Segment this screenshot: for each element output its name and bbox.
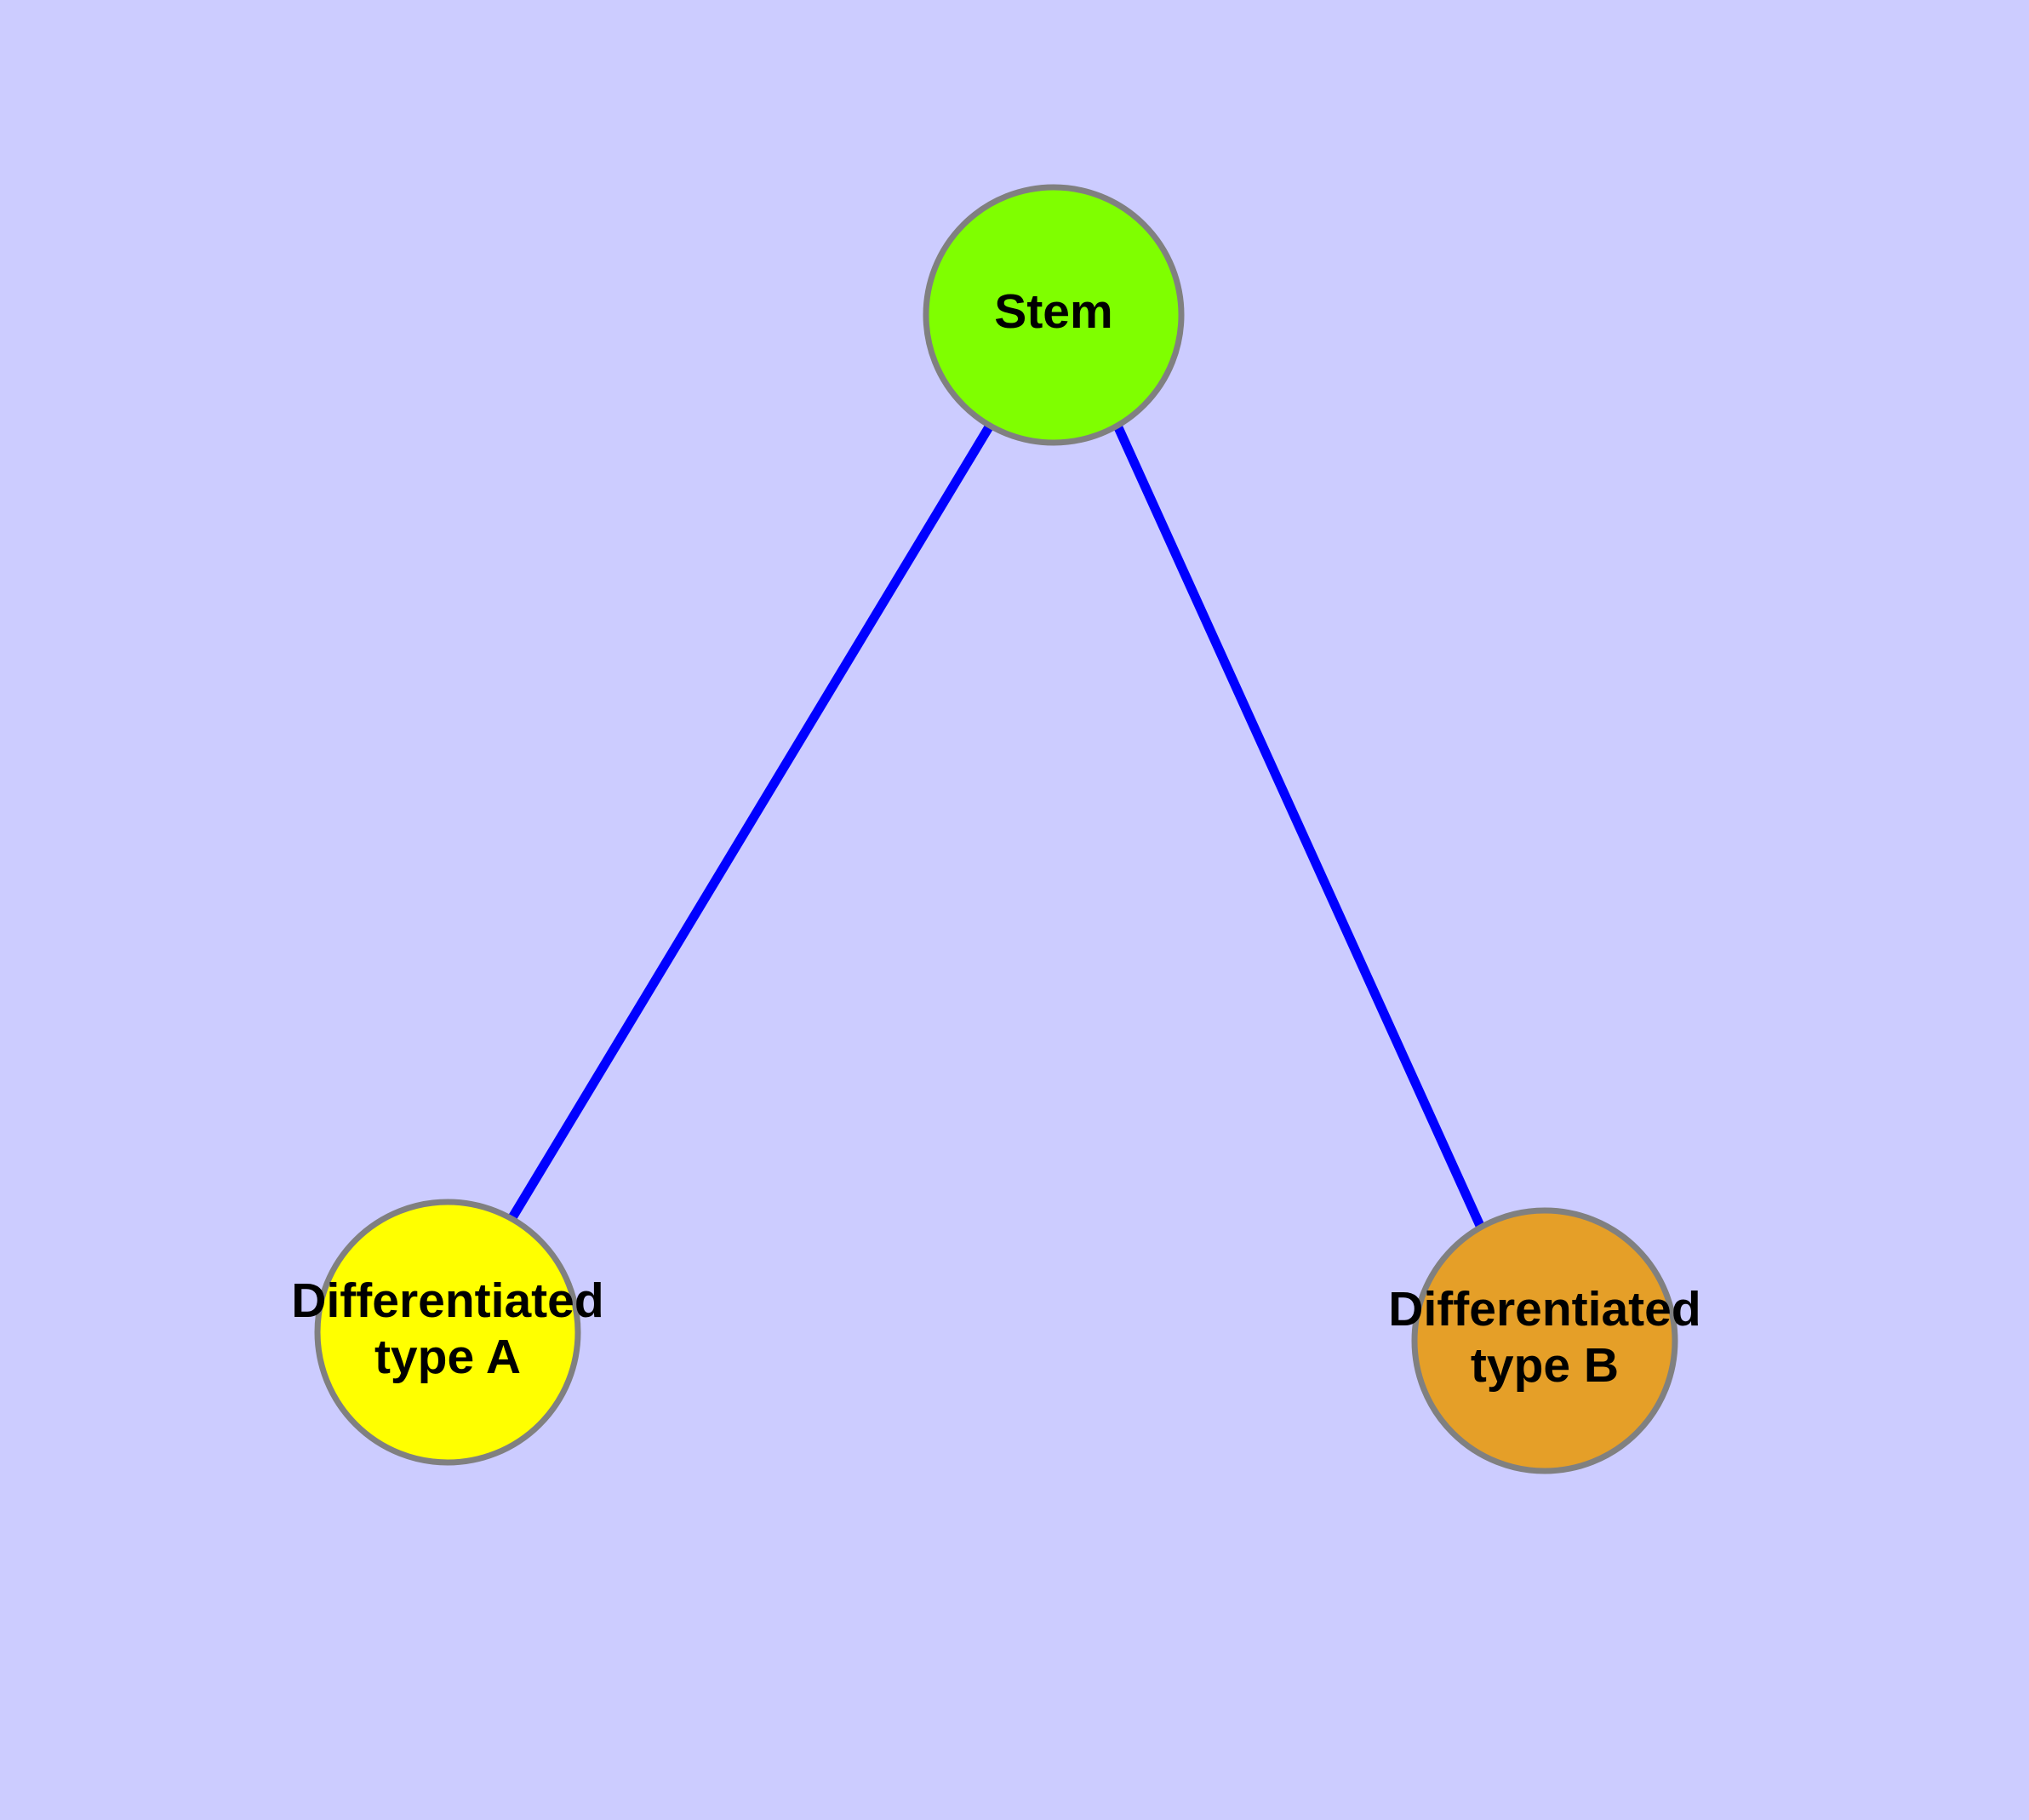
edges-layer <box>507 423 1486 1230</box>
node-circle-stem[interactable] <box>923 184 1185 446</box>
graph-edge <box>507 423 994 1222</box>
node-label-line: Differentiated <box>1388 1282 1700 1336</box>
node-label-line: type B <box>1471 1338 1619 1393</box>
graph-node-stem[interactable]: Stem <box>923 184 1185 446</box>
graph-edge <box>1112 423 1486 1230</box>
node-label-line: type A <box>374 1330 521 1384</box>
node-label-line: Stem <box>994 284 1112 339</box>
node-circle-diff_b[interactable] <box>1411 1207 1678 1474</box>
node-label-line: Differentiated <box>291 1273 603 1328</box>
node-label-stem: Stem <box>994 284 1112 339</box>
node-circle-diff_a[interactable] <box>314 1199 581 1466</box>
